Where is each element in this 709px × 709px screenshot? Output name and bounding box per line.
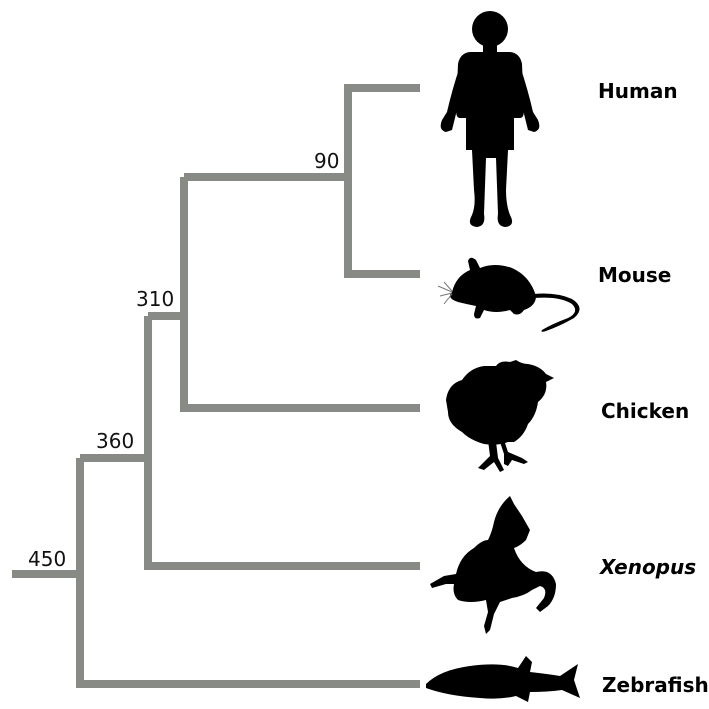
taxon-label-xenopus: Xenopus	[598, 555, 696, 579]
mouse-silhouette-icon	[438, 258, 580, 332]
branch-node-90-split	[184, 177, 420, 274]
node-label-360: 360	[96, 429, 134, 453]
node-label-450: 450	[28, 547, 66, 571]
taxon-label-human: Human	[598, 79, 678, 103]
branch-node-360	[80, 458, 420, 566]
tree-branches	[12, 88, 420, 684]
fish-silhouette-icon	[426, 656, 580, 702]
branch-human	[348, 88, 420, 177]
taxon-label-chicken: Chicken	[601, 399, 689, 423]
taxon-label-zebrafish: Zebrafish	[602, 673, 709, 697]
taxon-labels: Human Mouse Chicken Xenopus Zebrafish	[598, 79, 709, 697]
taxon-label-mouse: Mouse	[598, 263, 671, 287]
node-label-90: 90	[314, 149, 339, 173]
branch-node-310-split	[148, 316, 420, 408]
human-silhouette-icon	[441, 11, 540, 227]
branch-node-450	[80, 458, 420, 684]
frog-silhouette-icon	[430, 496, 556, 634]
node-label-310: 310	[136, 287, 174, 311]
chicken-silhouette-icon	[446, 360, 554, 472]
